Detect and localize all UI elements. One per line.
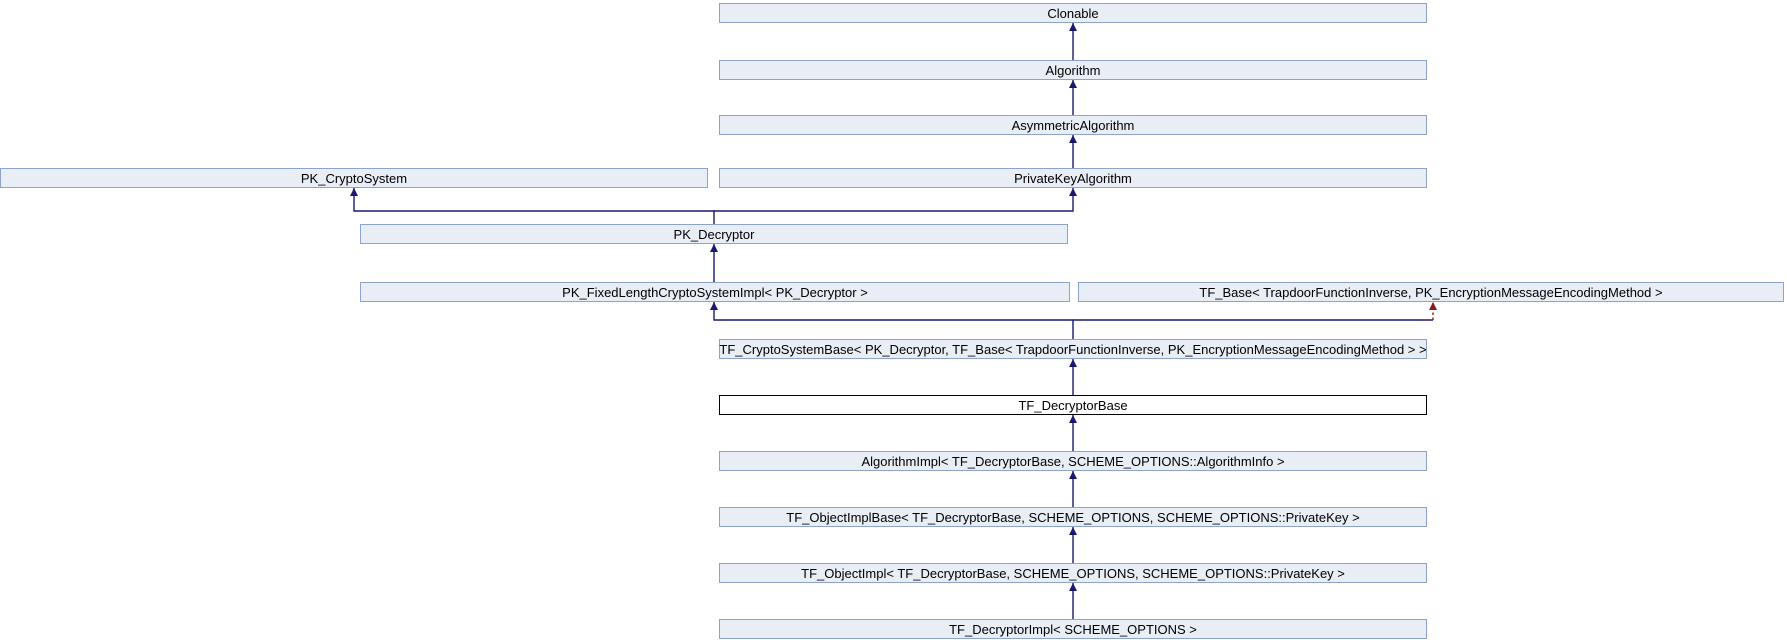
- class-node-private-key-algorithm[interactable]: PrivateKeyAlgorithm: [719, 168, 1427, 188]
- class-node-label: AlgorithmImpl< TF_DecryptorBase, SCHEME_…: [861, 453, 1285, 469]
- inheritance-arrowhead: [1069, 359, 1077, 367]
- class-node-label: PrivateKeyAlgorithm: [1014, 170, 1132, 186]
- class-node-tf-decryptor-base: TF_DecryptorBase: [719, 395, 1427, 415]
- class-node-label: TF_DecryptorImpl< SCHEME_OPTIONS >: [949, 621, 1197, 637]
- class-node-label: TF_CryptoSystemBase< PK_Decryptor, TF_Ba…: [719, 341, 1427, 357]
- inheritance-arrowhead: [1069, 188, 1077, 196]
- class-node-tf-base[interactable]: TF_Base< TrapdoorFunctionInverse, PK_Enc…: [1078, 282, 1784, 302]
- inheritance-edge: [353, 188, 715, 224]
- class-node-label: Algorithm: [1045, 62, 1101, 78]
- class-node-asymmetric-algorithm[interactable]: AsymmetricAlgorithm: [719, 115, 1427, 135]
- class-node-pk-decryptor[interactable]: PK_Decryptor: [360, 224, 1068, 244]
- inheritance-arrowhead: [1069, 415, 1077, 423]
- class-node-label: PK_FixedLengthCryptoSystemImpl< PK_Decry…: [562, 284, 868, 300]
- class-node-algorithm-impl[interactable]: AlgorithmImpl< TF_DecryptorBase, SCHEME_…: [719, 451, 1427, 471]
- class-node-tf-decryptor-impl[interactable]: TF_DecryptorImpl< SCHEME_OPTIONS >: [719, 619, 1427, 639]
- class-node-label: TF_ObjectImplBase< TF_DecryptorBase, SCH…: [786, 509, 1360, 525]
- class-node-clonable[interactable]: Clonable: [719, 3, 1427, 23]
- inheritance-arrowhead: [710, 244, 718, 252]
- class-node-label: PK_Decryptor: [673, 226, 755, 242]
- class-node-pk-fixed-length-crypto-system-impl[interactable]: PK_FixedLengthCryptoSystemImpl< PK_Decry…: [360, 282, 1070, 302]
- inheritance-arrowhead: [1069, 471, 1077, 479]
- inheritance-arrowhead: [1069, 583, 1077, 591]
- class-node-label: AsymmetricAlgorithm: [1011, 117, 1135, 133]
- inheritance-arrowhead: [1069, 527, 1077, 535]
- class-node-algorithm[interactable]: Algorithm: [719, 60, 1427, 80]
- class-node-label: TF_DecryptorBase: [1018, 397, 1128, 413]
- class-node-tf-object-impl-base[interactable]: TF_ObjectImplBase< TF_DecryptorBase, SCH…: [719, 507, 1427, 527]
- class-node-tf-object-impl[interactable]: TF_ObjectImpl< TF_DecryptorBase, SCHEME_…: [719, 563, 1427, 583]
- class-node-pk-cryptosystem[interactable]: PK_CryptoSystem: [0, 168, 708, 188]
- class-node-tf-crypto-system-base[interactable]: TF_CryptoSystemBase< PK_Decryptor, TF_Ba…: [719, 339, 1427, 359]
- inheritance-arrowhead: [710, 302, 718, 310]
- inheritance-arrowhead: [1069, 135, 1077, 143]
- inheritance-arrowhead: [350, 188, 358, 196]
- inheritance-edge: [714, 188, 1074, 212]
- class-node-label: TF_ObjectImpl< TF_DecryptorBase, SCHEME_…: [801, 565, 1345, 581]
- inheritance-edge: [713, 302, 1074, 339]
- inheritance-arrowhead: [1069, 23, 1077, 31]
- inheritance-arrowhead: [1429, 302, 1437, 310]
- class-node-label: TF_Base< TrapdoorFunctionInverse, PK_Enc…: [1199, 284, 1663, 300]
- class-node-label: PK_CryptoSystem: [300, 170, 408, 186]
- class-node-label: Clonable: [1047, 5, 1099, 21]
- inheritance-arrowhead: [1069, 80, 1077, 88]
